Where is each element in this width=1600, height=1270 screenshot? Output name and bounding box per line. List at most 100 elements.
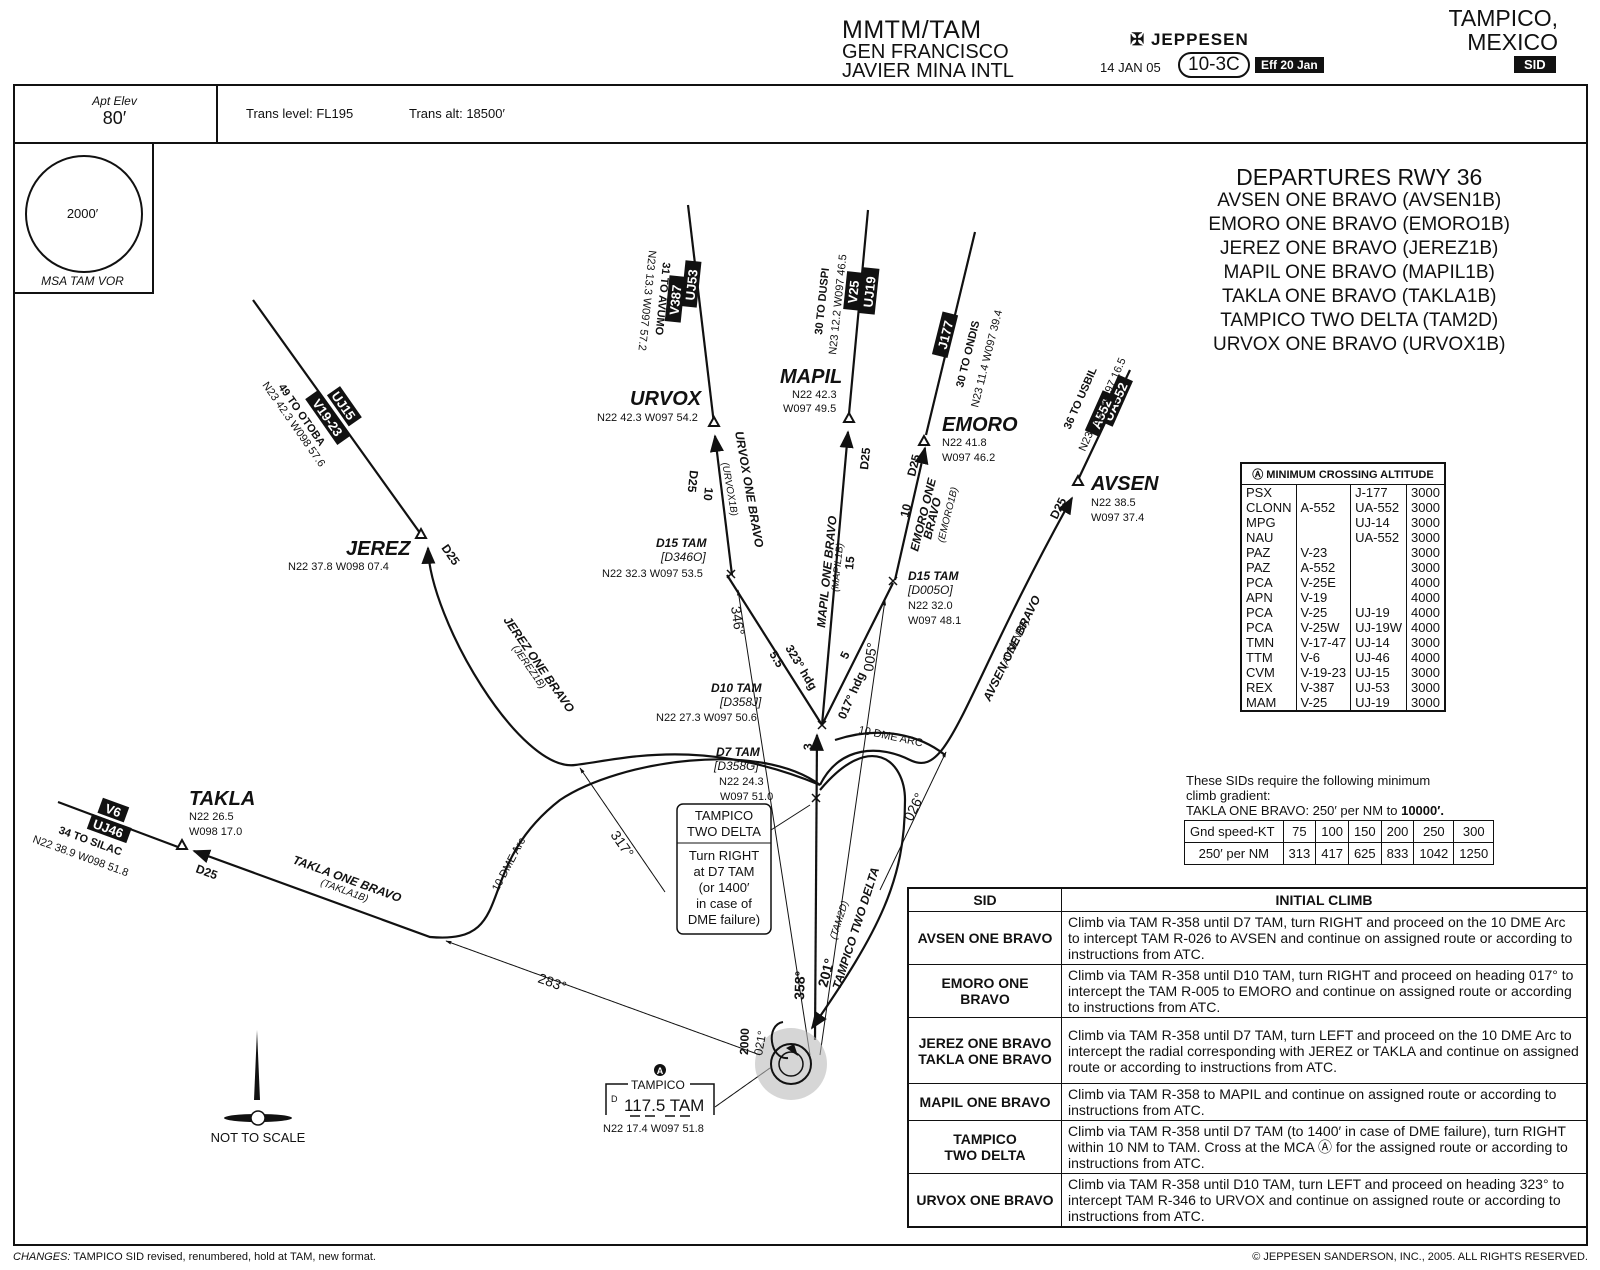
radial-346 — [737, 589, 811, 1056]
mca-title-text: MINIMUM CROSSING ALTITUDE — [1266, 469, 1434, 481]
mca-cell: UJ-14 — [1350, 515, 1407, 530]
mca-cell: APN — [1246, 590, 1273, 605]
ic-text: Climb via TAM R-358 until D7 TAM (to 140… — [1061, 1120, 1588, 1174]
r358-track — [809, 733, 824, 1041]
ic-text: Climb via TAM R-358 until D10 TAM, turn … — [1061, 1173, 1588, 1228]
apt-elev-cell: Apt Elev 80′ — [13, 84, 218, 142]
awy-badges: UJ53 V387 UJ19 V25 J177 UA552 A552 UJ15 … — [86, 260, 1133, 844]
ic-sid-name: MAPIL ONE BRAVO — [907, 1083, 1062, 1121]
mca-cell: V-19-23 — [1295, 665, 1351, 680]
climb-note-line3: TAKLA ONE BRAVO: 250′ per NM to 10000′. — [1186, 803, 1444, 818]
d10-l1: D10 TAM — [711, 681, 762, 695]
radial-283-label: 283° — [536, 970, 569, 995]
airport-name-line1: GEN FRANCISCO — [842, 41, 1009, 63]
takla-coord2: W098 17.0 — [189, 826, 242, 838]
radial-005-label: 005° — [860, 642, 880, 673]
climb-cell: 417 — [1315, 842, 1349, 865]
mca-cell: 4000 — [1406, 575, 1445, 590]
dme-arc-right-label: 10 DME ARC — [857, 724, 924, 749]
mca-cell: J-177 — [1350, 484, 1407, 500]
radial-346-label: 346° — [728, 605, 748, 636]
r201-label: 201° — [814, 957, 837, 989]
ic-text: Climb via TAM R-358 until D10 TAM, turn … — [1061, 964, 1588, 1018]
chart-frame — [13, 84, 1588, 1246]
mca-cell: 3000 — [1406, 680, 1445, 695]
ic-sid-name-a: JEREZ ONE BRAVO — [918, 1034, 1052, 1051]
d15-346-mark-icon — [726, 569, 736, 579]
d10-l2: [D358J] — [719, 695, 762, 709]
urvox-fix-icon — [707, 414, 721, 427]
tam2d-box-b4: in case of — [696, 896, 752, 911]
climb-note-line1: These SIDs require the following minimum — [1186, 773, 1431, 788]
ic-sid-name: EMORO ONE BRAVO — [907, 964, 1062, 1018]
mca-cell: UJ-46 — [1350, 650, 1407, 665]
climb-cell: 1250 — [1453, 842, 1495, 865]
mca-cell: UJ-53 — [1350, 680, 1407, 695]
tam2d-box-b2: at D7 TAM — [694, 864, 755, 879]
airport-name-line2: JAVIER MINA INTL — [842, 60, 1014, 82]
d15-005-l3: N22 32.0 — [908, 600, 953, 612]
copyright: © JEPPESEN SANDERSON, INC., 2005. ALL RI… — [1252, 1251, 1588, 1263]
jeppesen-logo: ✠ JEPPESEN — [1130, 30, 1249, 50]
mca-cell: 4000 — [1406, 605, 1445, 620]
circle-a-icon: Ⓐ — [1252, 469, 1267, 481]
urvox-proc: URVOX ONE BRAVO — [732, 430, 766, 549]
mca-cell — [1295, 515, 1351, 530]
mapil-code: (MAPIL1B) — [830, 543, 846, 593]
hdg-323-label: 323° hdg — [782, 642, 820, 692]
chart-date: 14 JAN 05 — [1100, 60, 1161, 75]
tam2d-track — [810, 755, 907, 1030]
mca-cell — [1295, 530, 1351, 545]
mca-cell: V-25E — [1295, 575, 1351, 590]
vor-coord: N22 17.4 W097 51.8 — [603, 1123, 704, 1135]
emoro-dist5: 5 — [837, 649, 853, 662]
tam2d-box-b3: (or 1400′ — [699, 880, 750, 895]
takla-fix-icon — [175, 837, 189, 850]
mapil-airway — [847, 209, 870, 415]
d15-005-mark-icon — [888, 576, 898, 586]
chart-number: 10-3C — [1178, 52, 1250, 78]
ic-text: Climb via TAM R-358 to MAPIL and continu… — [1061, 1083, 1588, 1121]
dme-fix-labels: D15 TAM [D346O] N22 32.3 W097 53.5 D15 T… — [602, 536, 961, 803]
vor-tam-icon — [755, 1021, 827, 1100]
hold-course: 021° — [751, 1029, 769, 1056]
ic-sid-name: URVOX ONE BRAVO — [907, 1173, 1062, 1228]
mca-cell: 4000 — [1406, 620, 1445, 635]
location: TAMPICO, MEXICO — [1449, 6, 1558, 54]
msa-box: 2000′ MSA TAM VOR — [13, 144, 154, 294]
departures-list: DEPARTURES RWY 36 AVSEN ONE BRAVO (AVSEN… — [1208, 165, 1510, 357]
urvox-awy1: UJ53 — [682, 269, 700, 301]
departure-item: EMORO ONE BRAVO (EMORO1B) — [1208, 214, 1510, 235]
radial-317-label: 317° — [608, 828, 638, 861]
vor-freq: 117.5 TAM — [624, 1096, 704, 1115]
vor-name: TAMPICO — [631, 1078, 685, 1092]
mca-cell: UJ-19W — [1350, 620, 1407, 635]
d15-005-l1: D15 TAM — [908, 569, 959, 583]
procedure-labels: URVOX ONE BRAVO (URVOX1B) MAPIL ONE BRAV… — [291, 430, 1044, 991]
d15-346-l2: [D346O] — [660, 550, 706, 564]
mca-cell: PSX — [1246, 485, 1273, 500]
jerez-coord: N22 37.8 W098 07.4 — [288, 561, 389, 573]
north-arrow-icon — [224, 1030, 292, 1126]
d7-l1: D7 TAM — [716, 745, 761, 759]
vor-d-symbol: D — [611, 1094, 618, 1104]
mapil-dist15: 15 — [842, 555, 857, 570]
climb-cell: 313 — [1282, 842, 1317, 865]
mca-cell: NAU — [1246, 530, 1274, 545]
mca-cell: V-387 — [1295, 680, 1351, 695]
mca-cell: CVM — [1246, 665, 1275, 680]
emoro-r005 — [893, 446, 929, 581]
info-bar: Apt Elev 80′ Trans level: FL195 Trans al… — [13, 84, 1588, 144]
avsen-coord1: N22 38.5 — [1091, 497, 1136, 509]
fix-labels: URVOX N22 42.3 W097 54.2 MAPIL N22 42.3 … — [189, 366, 1159, 838]
